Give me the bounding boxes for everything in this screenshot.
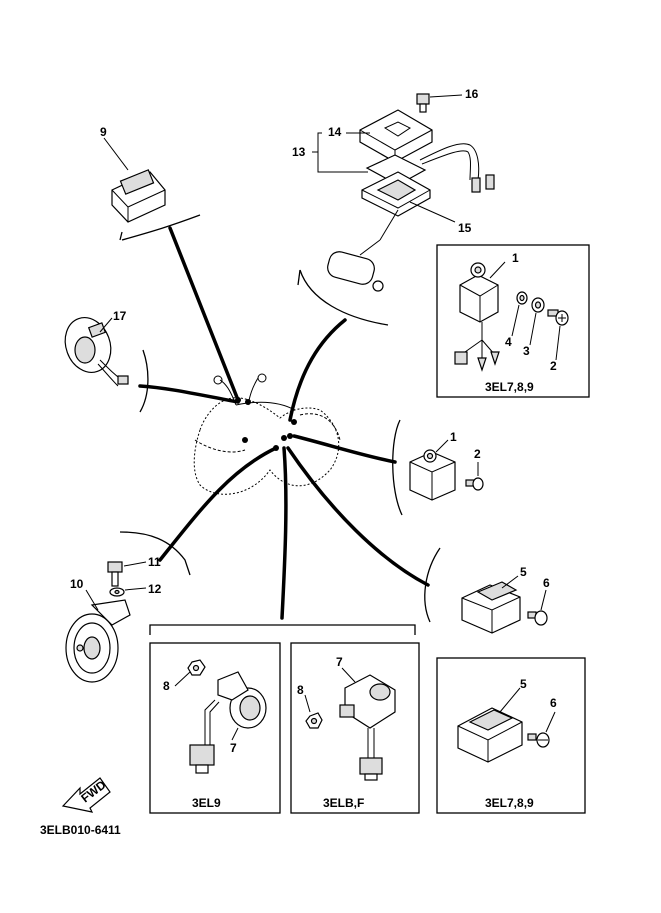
- part-16-bolt: 16: [416, 87, 479, 113]
- panel-bottom-mid-caption: 3ELB,F: [323, 796, 364, 810]
- panel-bottom-right-caption: 3EL7,8,9: [485, 796, 534, 810]
- callout-1b: 1: [450, 430, 457, 444]
- part-5-regulator-b: 5: [457, 677, 527, 763]
- callout-4: 4: [505, 335, 512, 349]
- part-2-screw: 2: [465, 447, 484, 491]
- callout-7a: 7: [230, 741, 237, 755]
- callout-15: 15: [458, 221, 472, 235]
- part-10-horn: 10: [65, 577, 131, 683]
- mount-points: [235, 397, 297, 451]
- panel-bottom-left-caption: 3EL9: [192, 796, 221, 810]
- part-4-washer: 4: [505, 291, 528, 349]
- callout-3: 3: [523, 344, 530, 358]
- callout-13-bracket: 13 14: [292, 125, 370, 173]
- part-2-screw: 2: [547, 309, 569, 373]
- callout-7b: 7: [336, 655, 343, 669]
- panel-bottom-right: 5 6 3EL7,8,9: [436, 657, 586, 814]
- callout-6b: 6: [550, 696, 557, 710]
- part-7-main-switch-a: 7: [189, 671, 267, 774]
- part-6-screw: 6: [527, 576, 550, 626]
- panel-bottom-left: 8 7 3EL9: [149, 642, 281, 814]
- part-12-washer: 12: [109, 582, 162, 597]
- part-1-flasher-relay: 1: [454, 251, 519, 372]
- part-14-cover: [359, 109, 433, 163]
- callout-10: 10: [70, 577, 84, 591]
- part-8-nut-b: 8: [297, 683, 323, 729]
- part-5-regulator: 5: [461, 565, 527, 634]
- panel-top-right: 1 4 3 2 3EL7,8,9: [436, 244, 590, 398]
- callout-8b: 8: [297, 683, 304, 697]
- scooter-outline: [193, 373, 341, 495]
- part-6-screw-b: 6: [527, 696, 557, 748]
- callout-9: 9: [100, 125, 107, 139]
- part-3-washer: 3: [523, 297, 545, 358]
- callout-14: 14: [328, 125, 342, 139]
- callout-5b: 5: [520, 677, 527, 691]
- callout-6a: 6: [543, 576, 550, 590]
- callout-11: 11: [148, 555, 161, 569]
- callout-1a: 1: [512, 251, 519, 265]
- diagram-code: 3ELB010-6411: [40, 823, 121, 837]
- callout-8a: 8: [163, 679, 170, 693]
- part-8-nut-a: 8: [163, 659, 206, 693]
- callout-2b: 2: [474, 447, 481, 461]
- part-15-wires: [419, 143, 495, 193]
- callout-17: 17: [113, 309, 127, 323]
- callout-2a: 2: [550, 359, 557, 373]
- fwd-arrow-icon: FWD: [61, 777, 111, 813]
- panel-bottom-mid: 8 7 3ELB,F: [290, 642, 420, 814]
- part-7-main-switch-b: 7: [336, 655, 396, 781]
- leader-lines: [138, 226, 430, 620]
- callout-13: 13: [292, 145, 306, 159]
- part-17-stator: 17: [64, 309, 129, 387]
- callout-frames: [119, 214, 441, 635]
- part-15-sender-unit: 15: [327, 154, 472, 292]
- callout-5a: 5: [520, 565, 527, 579]
- part-9-unit: 9: [100, 125, 166, 223]
- part-11-bolt: 11: [107, 555, 161, 587]
- callout-12: 12: [148, 582, 162, 596]
- callout-16: 16: [465, 87, 479, 101]
- part-1-relay: 1: [409, 430, 457, 501]
- panel-top-right-caption: 3EL7,8,9: [485, 380, 534, 394]
